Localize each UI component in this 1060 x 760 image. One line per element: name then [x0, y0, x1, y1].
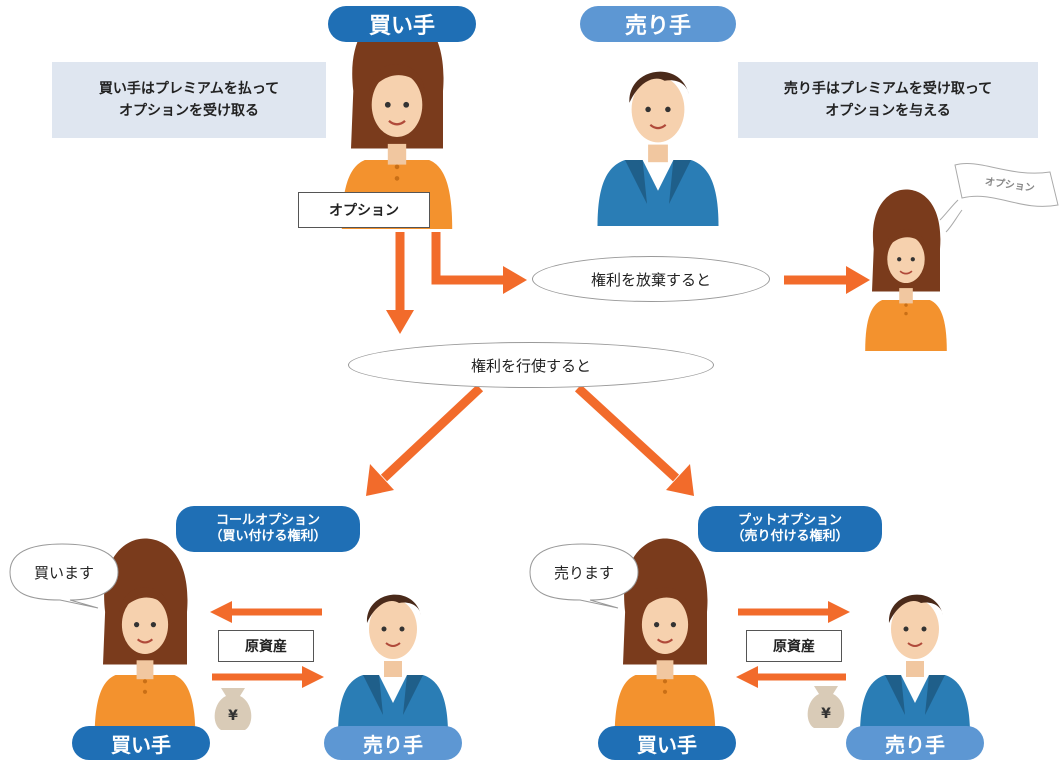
buyer-note: 買い手はプレミアムを払って オプションを受け取る [52, 62, 326, 138]
call-subtitle: （買い付ける権利） [209, 529, 327, 544]
call-title: コールオプション [215, 513, 320, 528]
call-option-badge: コールオプション （買い付ける権利） [176, 506, 360, 552]
put-seller-figure [859, 593, 971, 736]
call-speech-text: 買います [33, 564, 94, 582]
seller-note: 売り手はプレミアムを受け取って オプションを与える [738, 62, 1038, 138]
abandon-ellipse: 権利を放棄すると [532, 256, 770, 302]
call-seller-figure [337, 593, 449, 736]
call-asset-tag: 原資産 [218, 630, 314, 662]
call-seller-label: 売り手 [324, 726, 462, 760]
put-title: プットオプション [737, 513, 842, 528]
put-yen-bag-icon: ¥ [807, 686, 845, 728]
put-subtitle: （売り付ける権利） [731, 529, 849, 544]
put-seller-label: 売り手 [846, 726, 984, 760]
call-buyer-label: 買い手 [72, 726, 210, 760]
call-speech-bubble [9, 543, 119, 609]
put-speech-text: 売ります [553, 564, 614, 582]
put-buyer-label: 買い手 [598, 726, 736, 760]
put-speech-bubble [529, 543, 639, 609]
put-option-badge: プットオプション （売り付ける権利） [698, 506, 882, 552]
seller-note-line1: 売り手はプレミアムを受け取って [783, 81, 993, 97]
call-yen-bag-icon: ¥ [214, 688, 252, 730]
put-asset-tag: 原資産 [746, 630, 842, 662]
seller-label-top: 売り手 [580, 6, 736, 42]
option-tag: オプション [298, 192, 430, 228]
flag-trails [939, 199, 963, 233]
option-flag [954, 163, 1059, 207]
svg-text:¥: ¥ [228, 708, 238, 724]
seller-note-line2: オプションを与える [825, 103, 951, 119]
buyer-note-line2: オプションを受け取る [118, 103, 259, 119]
seller-figure-top [596, 70, 720, 228]
arrows [210, 232, 870, 688]
buyer-figure-abandon [864, 188, 948, 352]
svg-text:¥: ¥ [821, 706, 831, 722]
buyer-note-line1: 買い手はプレミアムを払って [98, 81, 280, 97]
buyer-label-top: 買い手 [328, 6, 476, 42]
exercise-ellipse: 権利を行使すると [348, 342, 714, 388]
